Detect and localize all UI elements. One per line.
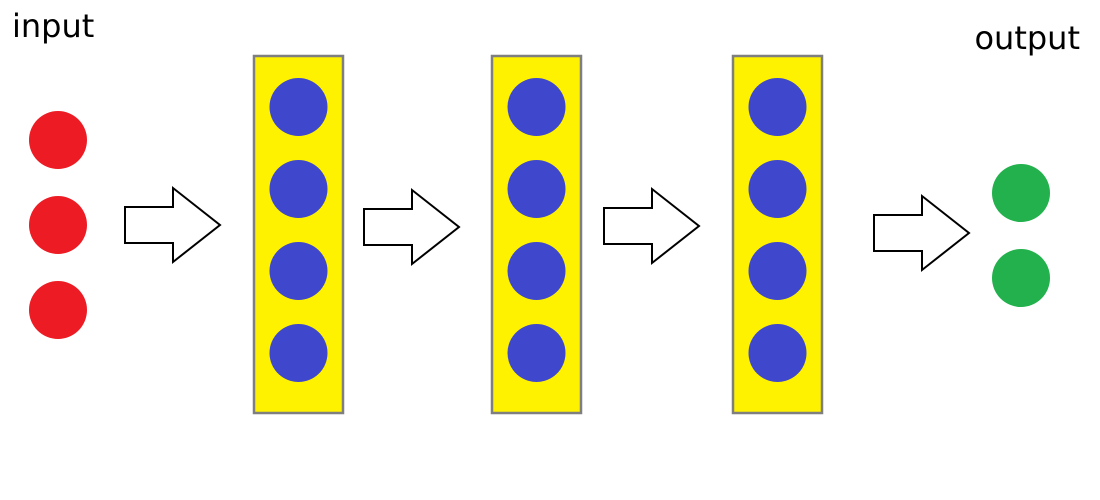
- hidden-node: [269, 160, 328, 218]
- input-node: [29, 196, 87, 254]
- hidden-node: [507, 78, 566, 136]
- output-node: [992, 249, 1050, 307]
- hidden-node: [269, 242, 328, 300]
- arrow-icon: [124, 185, 222, 265]
- output-node: [992, 164, 1050, 222]
- hidden-node: [748, 160, 807, 218]
- hidden-node: [507, 242, 566, 300]
- input-node: [29, 111, 87, 169]
- hidden-node: [269, 324, 328, 382]
- hidden-node: [507, 324, 566, 382]
- input-node: [29, 281, 87, 339]
- arrow-icon: [603, 186, 701, 266]
- input-label: input: [12, 7, 95, 45]
- output-label: output: [974, 19, 1080, 57]
- hidden-node: [748, 242, 807, 300]
- hidden-node: [507, 160, 566, 218]
- hidden-node: [748, 324, 807, 382]
- hidden-node: [269, 78, 328, 136]
- arrow-icon: [363, 187, 461, 267]
- hidden-node: [748, 78, 807, 136]
- arrow-icon: [873, 193, 971, 273]
